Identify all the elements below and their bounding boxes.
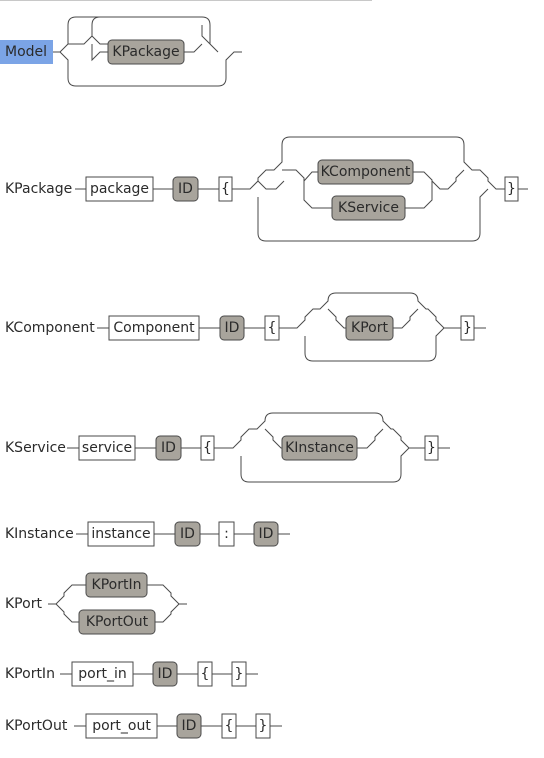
nonterminal-label: KPortIn: [92, 577, 142, 593]
nonterminal-id[interactable]: [155, 435, 182, 461]
keyword-label: :: [224, 526, 229, 542]
nonterminal-label: KInstance: [285, 440, 354, 456]
keyword-service[interactable]: [78, 435, 136, 461]
keyword-close-brace[interactable]: [424, 435, 439, 461]
keyword-label: }: [235, 666, 244, 682]
keyword-label: port_in: [78, 666, 126, 682]
nonterminal-label: KPort: [351, 320, 388, 336]
keyword-component[interactable]: [108, 315, 200, 341]
keyword-label: {: [268, 320, 277, 336]
keyword-close-brace[interactable]: [460, 315, 475, 341]
nonterminal-id[interactable]: [152, 661, 178, 687]
keyword-close-brace[interactable]: [231, 661, 247, 687]
keyword-label: {: [203, 440, 212, 456]
rule-name[interactable]: KInstance: [5, 526, 74, 542]
nonterminal-kport[interactable]: [345, 315, 394, 341]
rule-kinstance: KInstance instance ID : ID: [5, 521, 290, 547]
keyword-label: }: [427, 440, 436, 456]
nonterminal-kportout[interactable]: [78, 609, 156, 635]
rule-selection: [0, 40, 53, 64]
nonterminal-label: ID: [178, 181, 193, 197]
keyword-open-brace[interactable]: [197, 661, 213, 687]
keyword-package[interactable]: [85, 176, 154, 202]
nonterminal-label: ID: [182, 718, 197, 734]
rule-name[interactable]: KPackage: [5, 181, 72, 197]
rule-name[interactable]: KComponent: [5, 320, 95, 336]
keyword-open-brace[interactable]: [221, 713, 237, 739]
keyword-label: }: [507, 181, 516, 197]
rule-name[interactable]: KService: [5, 440, 66, 456]
keyword-open-brace[interactable]: [218, 176, 233, 202]
keyword-colon[interactable]: [218, 521, 235, 547]
rule-kpackage: KPackage package ID { KComponent KServic…: [5, 136, 528, 242]
rule-name[interactable]: Model: [5, 44, 47, 60]
keyword-instance[interactable]: [87, 521, 155, 547]
nonterminal-kservice[interactable]: [331, 195, 406, 221]
rule-kport: KPort KPortIn KPortOut: [5, 572, 187, 635]
nonterminal-kportin[interactable]: [85, 572, 148, 598]
keyword-label: instance: [91, 526, 150, 542]
keyword-port-out[interactable]: [85, 713, 158, 739]
nonterminal-id[interactable]: [253, 521, 279, 547]
nonterminal-id[interactable]: [219, 315, 245, 341]
keyword-label: {: [221, 181, 230, 197]
keyword-label: {: [201, 666, 210, 682]
keyword-open-brace[interactable]: [264, 315, 280, 341]
keyword-label: port_out: [92, 718, 151, 734]
keyword-close-brace[interactable]: [504, 176, 519, 202]
rule-kportout: KPortOut port_out ID { }: [5, 713, 282, 739]
rule-kportin: KPortIn port_in ID { }: [5, 661, 258, 687]
keyword-port-in[interactable]: [71, 661, 134, 687]
nonterminal-label: ID: [161, 440, 176, 456]
nonterminal-label: KPortOut: [86, 614, 149, 630]
nonterminal-kpackage[interactable]: [107, 39, 185, 65]
nonterminal-kinstance[interactable]: [281, 435, 358, 461]
keyword-label: {: [225, 718, 234, 734]
nonterminal-label: KService: [338, 200, 399, 216]
nonterminal-label: KPackage: [112, 44, 179, 60]
keyword-label: Component: [113, 320, 195, 336]
rule-model: Model KPackage: [0, 16, 242, 87]
rule-kservice: KService service ID { KInstance }: [5, 412, 450, 483]
nonterminal-label: ID: [259, 526, 274, 542]
rule-name[interactable]: KPortOut: [5, 718, 68, 734]
rule-name[interactable]: KPortIn: [5, 666, 55, 682]
nonterminal-id[interactable]: [172, 176, 199, 202]
nonterminal-label: ID: [180, 526, 195, 542]
nonterminal-kcomponent[interactable]: [317, 159, 414, 185]
nonterminal-id[interactable]: [174, 521, 201, 547]
rule-kcomponent: KComponent Component ID { KPort }: [5, 292, 486, 362]
rule-name[interactable]: KPort: [5, 596, 42, 612]
keyword-label: }: [259, 718, 268, 734]
nonterminal-label: ID: [158, 666, 173, 682]
keyword-label: package: [90, 181, 149, 197]
keyword-close-brace[interactable]: [255, 713, 271, 739]
keyword-label: service: [82, 440, 132, 456]
nonterminal-label: KComponent: [321, 164, 411, 180]
nonterminal-label: ID: [225, 320, 240, 336]
nonterminal-id[interactable]: [176, 713, 202, 739]
keyword-label: }: [463, 320, 472, 336]
keyword-open-brace[interactable]: [200, 435, 215, 461]
